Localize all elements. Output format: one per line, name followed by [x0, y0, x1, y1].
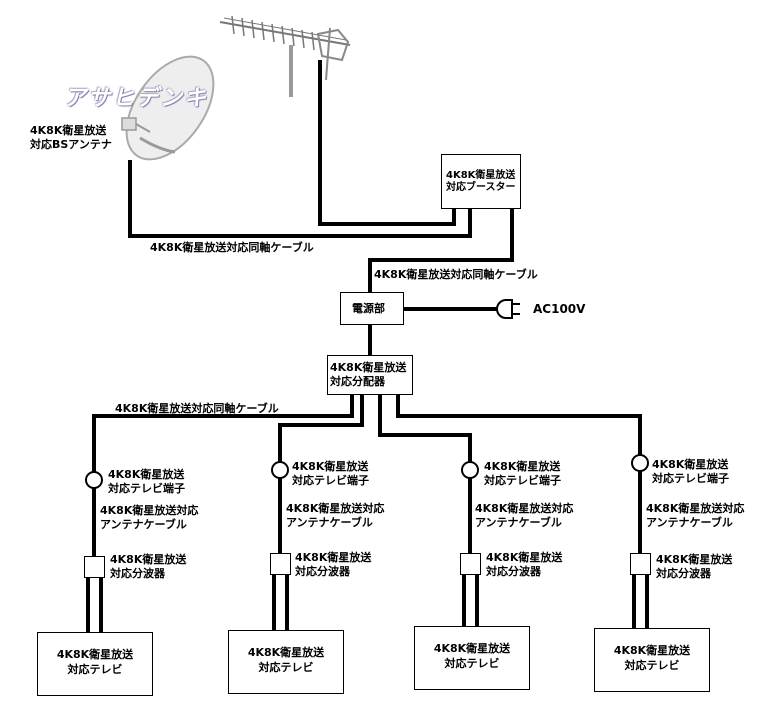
tv-terminal-icon — [271, 461, 289, 479]
tv-terminal-label-1: 4K8K衛星放送 — [652, 458, 729, 471]
tv-terminal-label-2: 対応テレビ端子 — [108, 482, 185, 495]
splitter-box — [630, 553, 651, 575]
splitter-label-2: 対応分波器 — [656, 567, 711, 580]
tv-label-1: 4K8K衛星放送 — [433, 642, 511, 655]
splitter-label-1: 4K8K衛星放送 — [656, 553, 733, 566]
tv-label-1: 4K8K衛星放送 — [247, 646, 325, 659]
tv-terminal-label-2: 対応テレビ端子 — [292, 474, 369, 487]
cable-label-mid: 4K8K衛星放送対応同軸ケーブル — [374, 268, 538, 281]
distributor-label-2: 対応分配器 — [330, 375, 385, 388]
tv-label-2: 対応テレビ — [258, 661, 314, 674]
splitter-label-1: 4K8K衛星放送 — [295, 551, 372, 564]
booster-label-1: 4K8K衛星放送 — [446, 170, 516, 181]
tv-terminal-label-1: 4K8K衛星放送 — [108, 468, 185, 481]
brand-logo: アサヒデンキ — [64, 86, 209, 111]
tv-label-1: 4K8K衛星放送 — [56, 648, 134, 661]
tv-terminal-label-2: 対応テレビ端子 — [484, 474, 561, 487]
ac-plug-icon — [496, 299, 520, 319]
antenna-cable-label-1: 4K8K衛星放送対応 — [286, 502, 385, 515]
cable-label-top: 4K8K衛星放送対応同軸ケーブル — [150, 241, 314, 254]
tv-terminal-label-1: 4K8K衛星放送 — [484, 460, 561, 473]
distributor-label-1: 4K8K衛星放送 — [330, 361, 407, 374]
splitter-label-2: 対応分波器 — [295, 565, 350, 578]
ac-label: AC100V — [533, 302, 586, 316]
power-unit-box — [340, 292, 404, 325]
splitter-label-1: 4K8K衛星放送 — [486, 551, 563, 564]
splitter-box — [270, 553, 291, 575]
bs-antenna-label-1: 4K8K衛星放送 — [30, 124, 107, 137]
distributor-box — [327, 355, 413, 395]
branch-cables — [86, 471, 649, 632]
tv-terminal-icon — [631, 454, 649, 472]
booster-label-2: 対応ブースター — [446, 182, 516, 193]
tv-terminal-label-1: 4K8K衛星放送 — [292, 460, 369, 473]
tv-label-2: 対応テレビ — [624, 659, 680, 672]
antenna-cable-label-2: アンテナケーブル — [286, 516, 373, 529]
tv-terminal-label-2: 対応テレビ端子 — [652, 472, 729, 485]
tv-label-2: 対応テレビ — [444, 657, 500, 670]
trunk-cables — [92, 60, 642, 472]
tv-label-1: 4K8K衛星放送 — [613, 644, 691, 657]
splitter-label-1: 4K8K衛星放送 — [110, 553, 187, 566]
tv-box — [228, 630, 344, 694]
tv-box — [414, 626, 530, 690]
antenna-cable-label-1: 4K8K衛星放送対応 — [646, 502, 745, 515]
tv-box — [594, 628, 710, 692]
splitter-label-2: 対応分波器 — [110, 567, 165, 580]
booster-box — [441, 154, 521, 209]
antenna-cable-label-1: 4K8K衛星放送対応 — [475, 502, 574, 515]
tv-box — [37, 632, 153, 696]
antenna-cable-label-2: アンテナケーブル — [475, 516, 562, 529]
splitter-box — [460, 553, 481, 575]
tv-terminal-icon — [461, 461, 479, 479]
uhf-antenna-icon — [219, 15, 351, 97]
bs-dish-icon — [121, 55, 215, 161]
splitter-label-2: 対応分波器 — [486, 565, 541, 578]
tv-label-2: 対応テレビ — [67, 663, 123, 676]
antenna-cable-label-2: アンテナケーブル — [100, 518, 187, 531]
cable-label-branch: 4K8K衛星放送対応同軸ケーブル — [115, 402, 279, 415]
tv-terminal-icon — [85, 471, 103, 489]
bs-antenna-label-2: 対応BSアンテナ — [30, 138, 112, 151]
splitter-box — [84, 556, 105, 578]
power-unit-label: 電源部 — [352, 302, 385, 315]
antenna-cable-label-2: アンテナケーブル — [646, 516, 733, 529]
antenna-cable-label-1: 4K8K衛星放送対応 — [100, 504, 199, 517]
